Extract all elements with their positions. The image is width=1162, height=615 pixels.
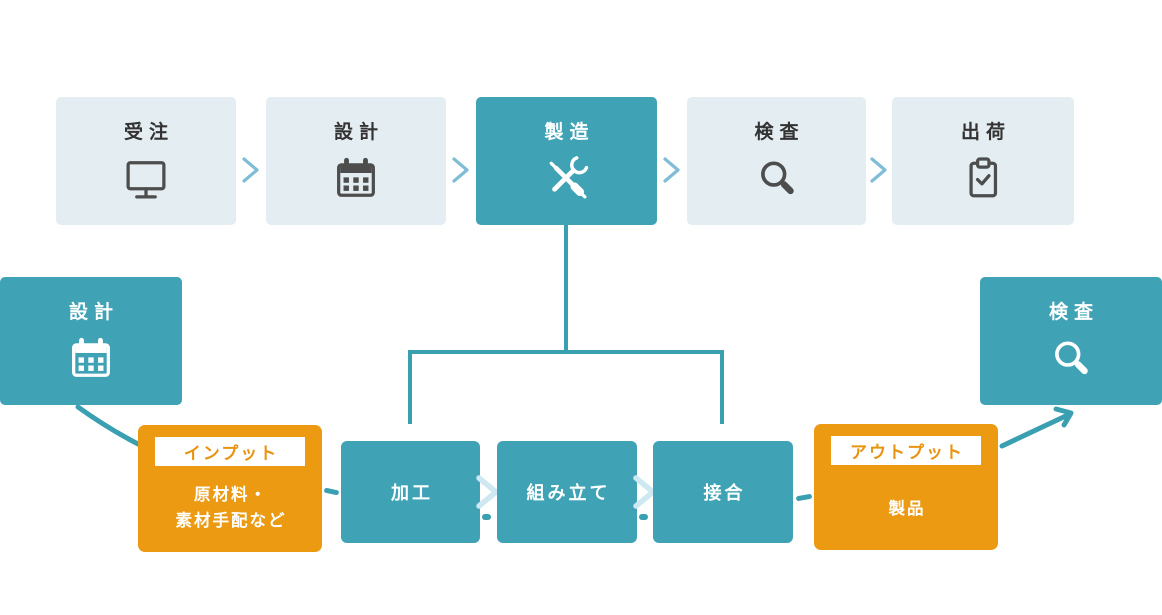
detail-inspection-box: 検査 (980, 277, 1162, 405)
calendar-icon (72, 337, 110, 377)
detail-step-joining-label: 接合 (703, 483, 746, 503)
chevron-right-icon (870, 157, 887, 183)
monitor-icon (126, 161, 166, 199)
detail-step-processing-label: 加工 (391, 483, 433, 503)
input-tag: インプット (155, 437, 305, 466)
chevron-right-icon (663, 157, 680, 183)
dashed-connector-segment (482, 514, 491, 520)
main-step-order-label: 受注 (123, 122, 174, 143)
main-step-design: 設計 (266, 97, 446, 225)
main-step-inspection: 検査 (687, 97, 866, 225)
input-body-line2: 素材手配など (175, 512, 287, 530)
dashed-connector-segment (795, 493, 813, 502)
main-step-design-label: 設計 (333, 122, 384, 143)
main-step-shipping-label: 出荷 (960, 122, 1011, 143)
output-tag: アウトプット (831, 436, 981, 465)
detail-step-processing: 加工 (341, 441, 480, 543)
arrow-output-to-inspection (999, 406, 1074, 449)
magnifier-icon (760, 161, 794, 195)
chevron-right-icon (242, 157, 259, 183)
dashed-connector-segment (323, 487, 340, 496)
dashed-connector-segment (639, 514, 648, 520)
input-box: インプット 原材料・ 素材手配など (138, 425, 322, 552)
input-body-line1: 原材料・ (194, 486, 268, 504)
tools-icon (549, 156, 588, 199)
connector-vertical-left (408, 350, 412, 424)
curved-connector-design-to-input (75, 404, 145, 449)
detail-step-assembly-label: 組み立て (526, 483, 611, 503)
main-step-manufacturing: 製造 (476, 97, 657, 225)
main-step-shipping: 出荷 (892, 97, 1074, 225)
detail-design-box: 設計 (0, 277, 182, 405)
connector-vertical-right (720, 350, 724, 424)
output-body: 製品 (888, 500, 926, 518)
chevron-right-icon (452, 157, 469, 183)
main-step-inspection-label: 検査 (754, 122, 805, 143)
calendar-icon (337, 157, 375, 197)
connector-vertical-main (564, 225, 568, 354)
connector-horizontal-bar (408, 350, 724, 354)
detail-inspection-label: 検査 (1048, 302, 1099, 323)
detail-step-joining: 接合 (653, 441, 793, 543)
clipboard-icon (969, 157, 998, 198)
output-box: アウトプット 製品 (814, 424, 998, 550)
chevron-right-icon (476, 475, 499, 509)
input-body: 原材料・ 素材手配など (138, 482, 322, 534)
detail-design-label: 設計 (68, 302, 119, 323)
detail-step-assembly: 組み立て (497, 441, 637, 543)
main-step-manufacturing-label: 製造 (544, 122, 595, 143)
magnifier-icon (1055, 341, 1088, 375)
main-step-order: 受注 (56, 97, 236, 225)
